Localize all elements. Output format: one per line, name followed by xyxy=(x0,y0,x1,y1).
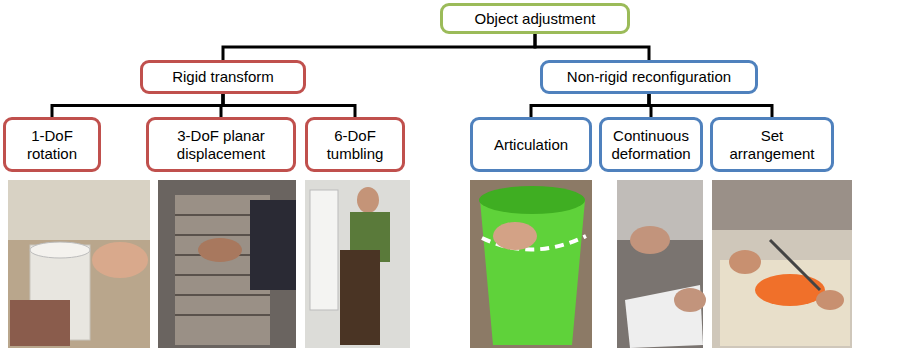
photo-rotation xyxy=(8,180,150,348)
category-box: Object adjustment xyxy=(440,3,630,34)
photo-set-arrangement xyxy=(712,180,852,348)
category-box: 6-DoF tumbling xyxy=(305,117,405,172)
tree-connector xyxy=(649,94,772,117)
category-box: 3-DoF planar displacement xyxy=(146,117,296,172)
photo-deformation xyxy=(617,180,706,348)
box-label: 3-DoF planar displacement xyxy=(155,127,287,163)
box-label: Set arrangement xyxy=(719,127,825,163)
category-box: Continuous deformation xyxy=(599,117,703,172)
tree-connector xyxy=(52,94,223,117)
box-label: 1-DoF rotation xyxy=(12,127,92,163)
box-label: Continuous deformation xyxy=(608,127,694,163)
category-box: Rigid transform xyxy=(140,60,306,94)
box-label: 6-DoF tumbling xyxy=(314,127,396,163)
tree-connector xyxy=(223,94,355,117)
category-box: Non-rigid reconfiguration xyxy=(540,60,758,94)
tree-connector xyxy=(531,94,649,117)
box-label: Non-rigid reconfiguration xyxy=(567,68,731,86)
box-label: Articulation xyxy=(494,136,568,154)
box-label: Object adjustment xyxy=(475,10,596,28)
photo-tumbling xyxy=(305,180,410,348)
category-box: Articulation xyxy=(470,117,592,172)
photo-articulation xyxy=(470,180,592,348)
category-box: 1-DoF rotation xyxy=(3,117,101,172)
tree-connector xyxy=(223,34,535,60)
category-box: Set arrangement xyxy=(710,117,834,172)
photo-planar xyxy=(158,180,296,348)
tree-connector xyxy=(535,34,649,60)
box-label: Rigid transform xyxy=(172,68,274,86)
